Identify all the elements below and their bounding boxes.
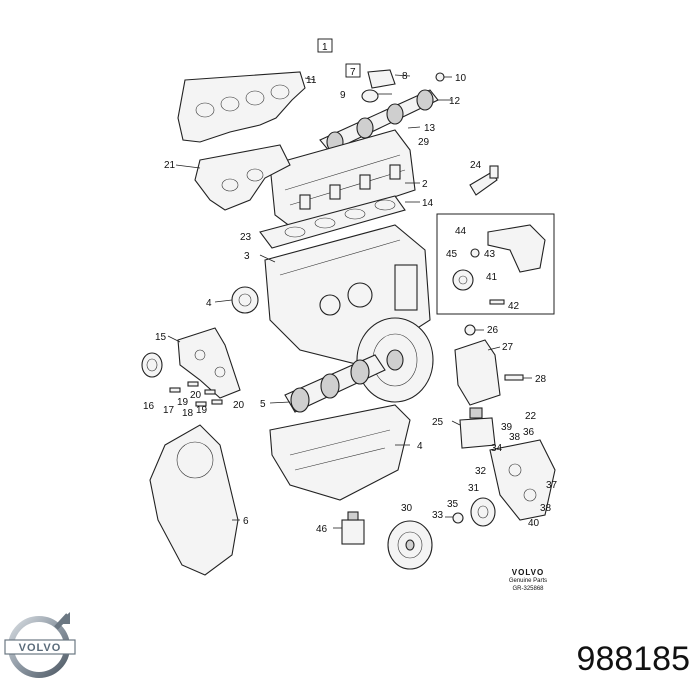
callout-20-right: 20 — [233, 400, 245, 411]
callout-22: 22 — [525, 411, 537, 422]
callout-4-upper: 4 — [206, 298, 212, 309]
callout-9: 9 — [340, 90, 346, 101]
callout-20-left: 20 — [190, 390, 202, 401]
rubber-mount-part-25 — [459, 407, 496, 449]
callout-24: 24 — [470, 160, 482, 171]
callout-43: 43 — [484, 249, 496, 260]
manifold-gasket-part — [177, 71, 306, 143]
callout-19-left: 19 — [177, 397, 189, 408]
callout-30: 30 — [401, 503, 413, 514]
callout-21: 21 — [164, 160, 176, 171]
callout-45: 45 — [446, 249, 458, 260]
callout-41: 41 — [486, 272, 498, 283]
callout-8: 8 — [402, 71, 408, 82]
timing-cover-part — [149, 424, 239, 576]
callout-25: 25 — [432, 417, 444, 428]
camshaft-part — [319, 89, 439, 153]
inset-tensioner-box — [436, 213, 555, 315]
alternator-bracket-part — [489, 439, 556, 521]
callout-6: 6 — [243, 516, 249, 527]
callout-14: 14 — [422, 198, 434, 209]
bolt-set-part — [169, 381, 223, 407]
callout-37: 37 — [546, 480, 558, 491]
washer-part-35 — [452, 512, 464, 524]
callout-18: 18 — [182, 408, 194, 419]
tensioner-pulley-part — [231, 286, 259, 314]
callout-46: 46 — [316, 524, 328, 535]
callout-28: 28 — [535, 374, 547, 385]
callout-42: 42 — [508, 301, 520, 312]
cam-cap-part — [367, 69, 396, 89]
diagram-brand-block: VOLVO Genuine Parts GR-325868 — [488, 568, 568, 593]
brand-subtitle: Genuine Parts — [508, 578, 548, 584]
callout-29: 29 — [418, 137, 430, 148]
rubber-mount-part-46 — [341, 511, 365, 545]
callout-2: 2 — [422, 179, 428, 190]
callout-38-bottom: 38 — [540, 503, 552, 514]
callout-38-top: 38 — [509, 432, 521, 443]
callout-44: 44 — [455, 226, 467, 237]
callout-31: 31 — [468, 483, 480, 494]
callout-33: 33 — [432, 510, 444, 521]
cylinder-head-part — [269, 129, 416, 231]
sensor-part-24 — [469, 165, 499, 196]
bolt-part-10 — [435, 72, 445, 82]
callout-19-right: 19 — [196, 405, 208, 416]
idler-pulley-part — [470, 497, 496, 527]
head-gasket-part — [259, 195, 406, 249]
callout-32: 32 — [475, 466, 487, 477]
callout-26: 26 — [487, 325, 499, 336]
callout-7: 7 — [350, 67, 356, 78]
flywheel-part — [356, 317, 434, 403]
callout-11: 11 — [306, 75, 317, 86]
callout-4-lower: 4 — [417, 441, 423, 452]
callout-35: 35 — [447, 499, 459, 510]
callout-5: 5 — [260, 399, 266, 410]
callout-12: 12 — [449, 96, 461, 107]
crank-pulley-part — [387, 520, 433, 570]
callout-17: 17 — [163, 405, 175, 416]
callout-39: 39 — [501, 422, 513, 433]
callout-34: 34 — [491, 443, 503, 454]
seal-ring-part — [361, 89, 379, 103]
callout-23: 23 — [240, 232, 252, 243]
leader-lines — [167, 74, 532, 529]
crank-seal-part — [141, 352, 163, 378]
callout-3: 3 — [244, 251, 250, 262]
part-number: 988185 — [576, 640, 690, 678]
callout-27: 27 — [502, 342, 514, 353]
engine-mount-bracket-part — [454, 324, 524, 406]
callout-40: 40 — [528, 518, 540, 529]
callout-labels: 1 7 8 9 10 11 12 13 29 21 2 24 14 23 3 4… — [143, 38, 558, 535]
callout-10: 10 — [455, 73, 467, 84]
callout-15: 15 — [155, 332, 167, 343]
oil-pan-part — [269, 404, 411, 501]
callout-36: 36 — [523, 427, 535, 438]
callout-13: 13 — [424, 123, 436, 134]
exhaust-manifold-part — [194, 144, 291, 211]
crankshaft-part — [284, 354, 386, 413]
engine-bracket-part-15 — [177, 327, 241, 399]
callout-16: 16 — [143, 401, 155, 412]
brand-wordmark: VOLVO — [511, 568, 545, 577]
callout-1: 1 — [322, 42, 328, 53]
logo-wordmark: VOLVO — [19, 642, 62, 654]
diagram-reference-code: GR-325868 — [512, 586, 544, 592]
volvo-logo: VOLVO — [4, 612, 76, 678]
